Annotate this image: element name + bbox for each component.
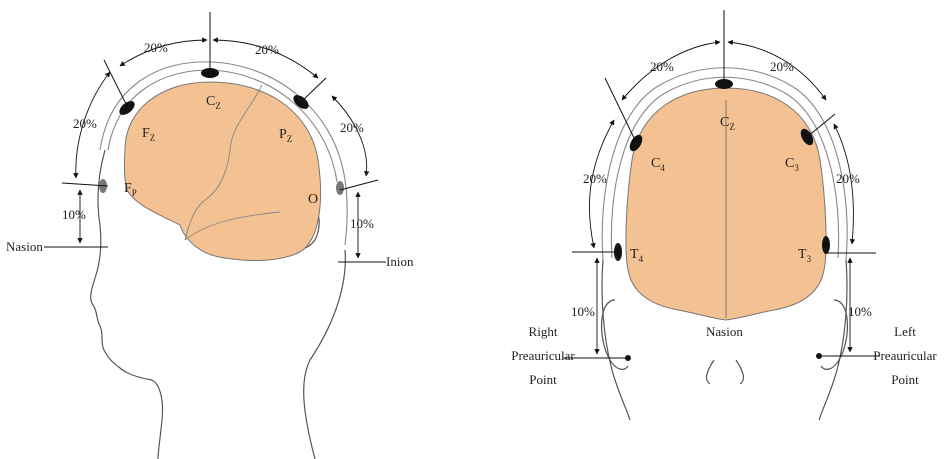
side-dim-back: [332, 96, 367, 176]
front-right-label-2: Preauricular: [511, 348, 575, 363]
side-neck-back: [304, 250, 346, 459]
front-nasion-label: Nasion: [706, 324, 743, 339]
front-pct-right-mid: 20%: [836, 171, 860, 186]
front-pct-top-left: 20%: [650, 59, 674, 74]
front-pct-left-low: 10%: [571, 304, 595, 319]
side-view: 20% 20% 20% 20% 10% 10% CZ FZ PZ FP O Na…: [6, 12, 414, 459]
front-t3-electrode: [822, 236, 830, 254]
side-pct-top-right: 20%: [255, 42, 279, 57]
side-pct-back-low: 10%: [350, 216, 374, 231]
side-pct-top-left: 20%: [144, 40, 168, 55]
front-left-label-1: Left: [894, 324, 916, 339]
side-o-electrode: [336, 181, 344, 195]
front-pct-top-right: 20%: [770, 59, 794, 74]
side-pct-front-low: 10%: [62, 207, 86, 222]
side-pz-leader: [301, 78, 326, 102]
front-view: 20% 20% 20% 20% 10% 10% CZ C4 C3 T4 T3 N…: [511, 10, 937, 420]
side-brain: [124, 82, 320, 260]
front-pct-left-mid: 20%: [583, 171, 607, 186]
front-left-label-2: Preauricular: [873, 348, 937, 363]
front-right-label-3: Point: [529, 372, 557, 387]
front-nose: [707, 360, 744, 384]
front-head-right: [819, 260, 847, 420]
side-o-label: O: [308, 192, 318, 207]
side-pct-front: 20%: [73, 116, 97, 131]
side-inion-label: Inion: [386, 254, 414, 269]
side-fz-leader: [104, 60, 128, 108]
front-head-left: [602, 260, 630, 420]
side-nasion-label: Nasion: [6, 239, 43, 254]
front-left-label-3: Point: [891, 372, 919, 387]
side-pct-back: 20%: [340, 120, 364, 135]
front-right-label-1: Right: [529, 324, 558, 339]
front-pct-right-low: 10%: [848, 304, 872, 319]
